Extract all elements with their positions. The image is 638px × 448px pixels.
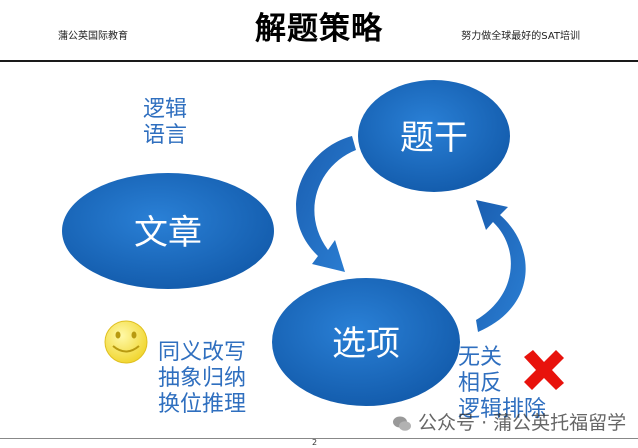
arrow-options-to-stem bbox=[476, 200, 526, 332]
node-options: 选项 bbox=[272, 278, 460, 406]
header-org-name: 蒲公英国际教育 bbox=[58, 31, 128, 42]
node-article: 文章 bbox=[62, 173, 274, 289]
left-note: 逻辑 语言 bbox=[143, 97, 187, 149]
smiley-icon bbox=[104, 320, 148, 364]
strategy-list: 同义改写 抽象归纳 换位推理 bbox=[158, 340, 246, 418]
exclusion-suffix: 排除 bbox=[502, 397, 547, 422]
arrow-stem-to-options bbox=[296, 136, 356, 272]
wechat-icon bbox=[393, 416, 411, 431]
strategy-item: 同义改写 bbox=[158, 340, 247, 365]
header-divider bbox=[0, 60, 638, 62]
exclusion-item: 相反 bbox=[458, 371, 503, 396]
watermark: 公众号 · 蒲公英托福留学 bbox=[392, 408, 626, 435]
exclusion-list: 无关 相反 逻辑排除 bbox=[458, 345, 546, 423]
slide-header: 蒲公英国际教育 解题策略 努力做全球最好的SAT培训 bbox=[0, 0, 638, 62]
exclusion-item-last: 逻辑排除 bbox=[458, 397, 546, 423]
page-number: 2 bbox=[312, 438, 318, 447]
left-note-line: 语言 bbox=[143, 123, 188, 148]
strategy-item: 抽象归纳 bbox=[158, 366, 247, 391]
header-slogan: 努力做全球最好的SAT培训 bbox=[461, 31, 580, 42]
node-options-label: 选项 bbox=[332, 324, 400, 364]
slide-title: 解题策略 bbox=[255, 11, 383, 47]
node-stem-label: 题干 bbox=[400, 118, 468, 158]
node-article-label: 文章 bbox=[134, 213, 202, 253]
exclusion-item: 逻辑 bbox=[458, 397, 503, 422]
cross-icon bbox=[524, 350, 564, 390]
left-note-line: 逻辑 bbox=[143, 97, 188, 122]
node-stem: 题干 bbox=[358, 80, 510, 192]
watermark-text: 公众号 · 蒲公英托福留学 bbox=[418, 412, 627, 434]
exclusion-item: 无关 bbox=[458, 345, 503, 370]
footer-divider bbox=[0, 438, 638, 439]
strategy-item: 换位推理 bbox=[158, 392, 247, 417]
